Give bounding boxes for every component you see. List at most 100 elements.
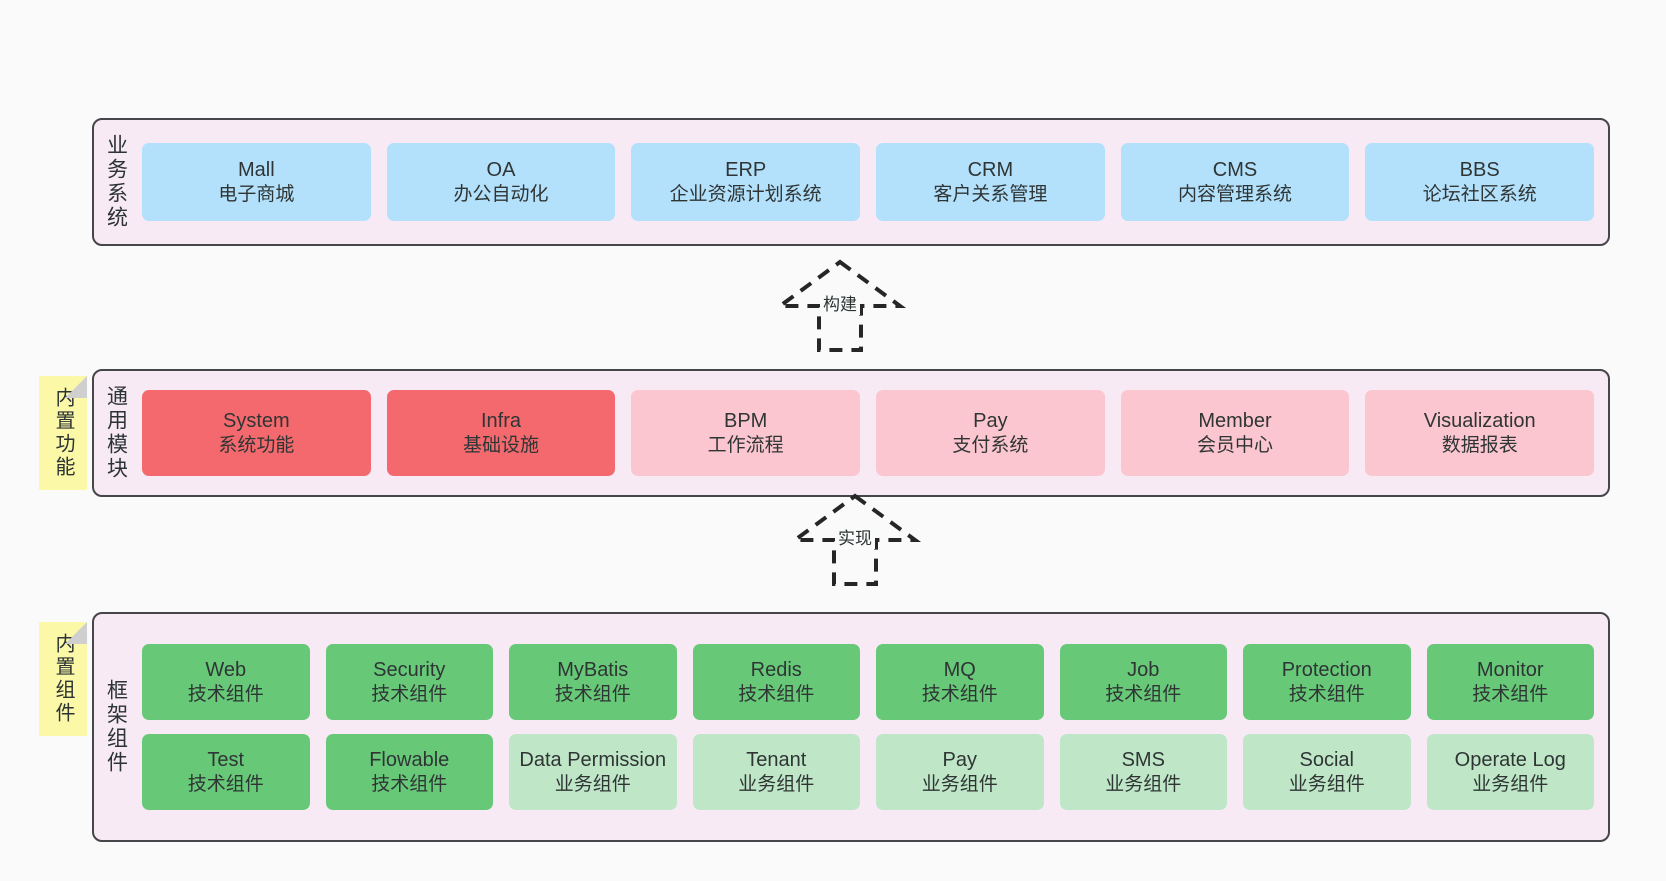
box-subtitle: 业务组件 [1472,773,1549,795]
box-social[interactable]: Social 业务组件 [1243,734,1411,810]
box-bpm[interactable]: BPM 工作流程 [631,390,861,476]
box-system[interactable]: System 系统功能 [142,390,371,476]
box-subtitle: 技术组件 [1105,683,1182,705]
box-cms[interactable]: CMS 内容管理系统 [1120,143,1350,221]
box-row: System 系统功能 Infra 基础设施 BPM 工作流程 Pay 支付系统… [142,390,1595,476]
layer-body-business-system: Mall 电子商城 OA 办公自动化 ERP 企业资源计划系统 CRM 客户关系… [138,120,1608,244]
box-subtitle: 电子商城 [218,183,295,205]
box-pay-business[interactable]: Pay 业务组件 [876,734,1044,810]
box-pay[interactable]: Pay 支付系统 [876,390,1105,476]
box-bbs[interactable]: BBS 论坛社区系统 [1365,143,1595,221]
box-sms[interactable]: SMS 业务组件 [1059,734,1227,810]
box-title: Redis [750,659,802,682]
box-oa[interactable]: OA 办公自动化 [386,143,616,221]
box-erp[interactable]: ERP 企业资源计划系统 [631,143,861,221]
box-visualization[interactable]: Visualization 数据报表 [1365,390,1595,476]
box-crm[interactable]: CRM 客户关系管理 [876,143,1105,221]
box-subtitle: 业务组件 [1288,773,1365,795]
box-subtitle: 技术组件 [187,683,264,705]
box-flowable[interactable]: Flowable 技术组件 [325,734,493,810]
connector-build-label: 构建 [820,290,860,315]
box-member[interactable]: Member 会员中心 [1120,390,1350,476]
box-title: Social [1299,749,1354,772]
box-title: System [222,410,290,433]
box-title: Test [207,749,245,772]
layer-body-common-modules: System 系统功能 Infra 基础设施 BPM 工作流程 Pay 支付系统… [138,371,1608,495]
box-subtitle: 企业资源计划系统 [669,183,822,205]
box-subtitle: 技术组件 [187,773,264,795]
box-subtitle: 业务组件 [921,773,998,795]
box-subtitle: 技术组件 [1472,683,1549,705]
box-title: Member [1198,410,1272,433]
box-subtitle: 技术组件 [554,683,631,705]
layer-title-common-modules: 通用模块 [104,385,128,481]
layer-body-framework-components: Web 技术组件 Security 技术组件 MyBatis 技术组件 Redi… [138,614,1608,840]
box-subtitle: 业务组件 [1105,773,1182,795]
box-subtitle: 业务组件 [554,773,631,795]
box-mybatis[interactable]: MyBatis 技术组件 [509,644,677,720]
box-title: Tenant [746,749,807,772]
box-subtitle: 技术组件 [371,773,448,795]
note-builtin-features-label: 内置功能 [52,387,74,479]
note-builtin-features[interactable]: 内置功能 [39,376,87,490]
box-title: Data Permission [519,749,667,772]
box-row: Web 技术组件 Security 技术组件 MyBatis 技术组件 Redi… [142,644,1594,720]
box-row: Mall 电子商城 OA 办公自动化 ERP 企业资源计划系统 CRM 客户关系… [142,143,1595,221]
box-subtitle: 工作流程 [707,434,784,456]
layer-title-business-system: 业务系统 [104,134,128,230]
box-title: Pay [973,410,1008,433]
box-operate-log[interactable]: Operate Log 业务组件 [1426,734,1594,810]
box-subtitle: 基础设施 [463,434,540,456]
box-mall[interactable]: Mall 电子商城 [142,143,371,221]
box-subtitle: 客户关系管理 [933,183,1048,205]
box-mq[interactable]: MQ 技术组件 [876,644,1044,720]
box-title: Protection [1281,659,1372,682]
box-title: OA [486,159,516,182]
box-title: CRM [967,159,1014,182]
layer-common-modules[interactable]: 通用模块 System 系统功能 Infra 基础设施 BPM 工作流程 Pay… [92,369,1610,497]
note-builtin-components[interactable]: 内置组件 [39,622,87,736]
box-subtitle: 系统功能 [218,434,295,456]
box-title: Mall [238,159,275,182]
box-title: Flowable [369,749,450,772]
box-subtitle: 内容管理系统 [1178,183,1293,205]
box-subtitle: 办公自动化 [453,183,549,205]
box-title: MyBatis [557,659,629,682]
box-infra[interactable]: Infra 基础设施 [386,390,616,476]
box-subtitle: 数据报表 [1441,434,1518,456]
layer-business-system[interactable]: 业务系统 Mall 电子商城 OA 办公自动化 ERP 企业资源计划系统 CRM… [92,118,1610,246]
box-title: Pay [942,749,977,772]
box-title: Visualization [1423,410,1536,433]
box-title: BPM [724,410,768,433]
box-subtitle: 业务组件 [738,773,815,795]
box-title: Security [373,659,446,682]
box-monitor[interactable]: Monitor 技术组件 [1426,644,1594,720]
box-subtitle: 会员中心 [1197,434,1274,456]
box-title: MQ [943,659,976,682]
box-subtitle: 技术组件 [371,683,448,705]
box-job[interactable]: Job 技术组件 [1059,644,1227,720]
connector-build: 构建 [760,258,920,354]
box-subtitle: 支付系统 [952,434,1029,456]
box-subtitle: 技术组件 [921,683,998,705]
box-test[interactable]: Test 技术组件 [142,734,310,810]
box-redis[interactable]: Redis 技术组件 [692,644,860,720]
box-title: CMS [1212,159,1258,182]
box-web[interactable]: Web 技术组件 [142,644,310,720]
box-title: Monitor [1476,659,1544,682]
box-data-permission[interactable]: Data Permission 业务组件 [509,734,677,810]
box-title: Job [1127,659,1160,682]
box-protection[interactable]: Protection 技术组件 [1243,644,1411,720]
box-title: ERP [725,159,767,182]
box-title: BBS [1459,159,1500,182]
box-security[interactable]: Security 技术组件 [325,644,493,720]
layer-title-framework-components: 框架组件 [104,679,128,775]
box-row: Test 技术组件 Flowable 技术组件 Data Permission … [142,734,1594,810]
box-tenant[interactable]: Tenant 业务组件 [692,734,860,810]
note-builtin-components-label: 内置组件 [52,633,74,725]
box-title: Operate Log [1454,749,1566,772]
layer-framework-components[interactable]: 框架组件 Web 技术组件 Security 技术组件 MyBatis 技术组件… [92,612,1610,842]
connector-implement: 实现 [775,492,935,588]
box-subtitle: 技术组件 [738,683,815,705]
